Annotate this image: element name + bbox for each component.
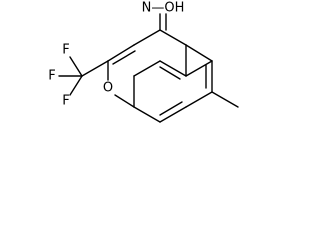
bond-methyl [211,91,239,108]
bond-o1-c8a [114,94,135,108]
bond-cf3-f-top [69,56,83,77]
bond-c2-cf3 [81,60,109,77]
bond-c3-c2 [107,44,135,62]
bond-c4-c3 [133,29,161,46]
bond-fusion-c4a [159,60,187,77]
bond-c4a-c5-link [185,60,213,77]
bond-c7-c8 [159,106,187,123]
chromene-oxime-structure: N—OH O F F F [48,1,239,123]
fluorine-bottom-label: F [62,94,69,109]
bond-c6-c7 [185,91,213,108]
bond-c8-c8a [133,106,161,123]
fluorine-left-label: F [48,69,55,84]
fluorine-top-label: F [62,43,69,58]
bond-c3-c2-double [112,50,136,65]
bond-ring-fusion [133,60,161,77]
bond-fusion-double [159,66,181,80]
oxime-label: N—OH [142,1,185,16]
bond-c7-c8-double [159,101,183,116]
ring-oxygen-label: O [103,81,113,96]
bond-c4a-c5 [185,44,213,62]
molecule-canvas: N—OH O F F F [48,1,239,123]
bond-c4-c4a [159,29,187,46]
bond-cf3-f-bottom [69,75,83,96]
